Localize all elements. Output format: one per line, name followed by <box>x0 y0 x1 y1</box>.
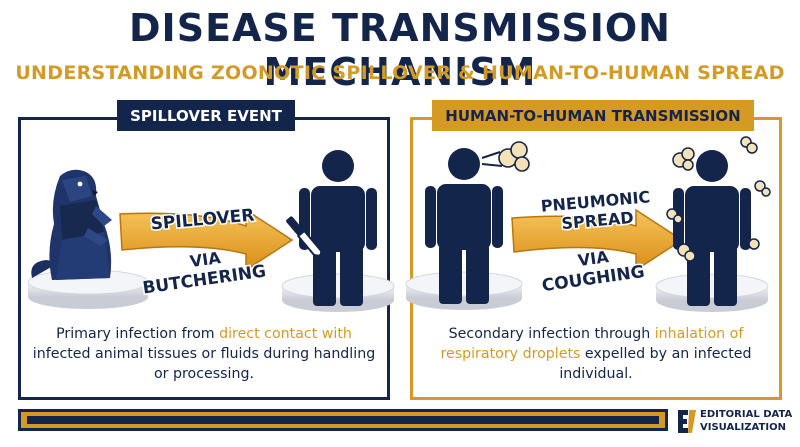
brand-logo-icon <box>678 410 696 433</box>
desc-text: infected animal tissues or fluids during… <box>32 346 376 382</box>
person-pedestal-left <box>281 273 395 312</box>
desc-highlight: direct contact with <box>219 326 352 342</box>
footer-bar-inner <box>27 416 659 424</box>
transmission-description: Secondary infection through inhalation o… <box>420 324 772 384</box>
desc-text: expelled by an infected individual. <box>559 346 752 382</box>
spillover-description: Primary infection from direct contact wi… <box>28 324 380 384</box>
spillover-label: SPILLOVER EVENT <box>117 100 295 131</box>
pneumonic-arrow <box>511 208 684 272</box>
droplet-cloud-icon <box>666 136 771 262</box>
desc-text: Secondary infection through <box>448 326 655 342</box>
desc-text: Primary infection from <box>56 326 220 342</box>
footer-bar <box>18 409 668 431</box>
page-subtitle: UNDERSTANDING ZOONOTIC SPILLOVER & HUMAN… <box>15 62 785 84</box>
brand-text: EDITORIAL DATA VISUALIZATION <box>700 408 800 434</box>
marmot-icon <box>31 169 112 280</box>
cough-cloud-icon <box>481 141 530 172</box>
person-pedestal-right-b <box>655 273 769 312</box>
person-pedestal-right-a <box>405 271 523 310</box>
arrow-text-via-left: VIA <box>189 248 223 271</box>
brand-line-2: VISUALIZATION <box>700 422 786 433</box>
knife-icon <box>286 216 323 257</box>
transmission-label: HUMAN-TO-HUMAN TRANSMISSION <box>432 100 754 131</box>
page-title: DISEASE TRANSMISSION MECHANISM <box>129 6 671 94</box>
desc-highlight: inhalation of respiratory droplets <box>440 326 744 362</box>
brand-line-1: EDITORIAL DATA <box>700 409 793 420</box>
spillover-arrow <box>119 208 294 272</box>
